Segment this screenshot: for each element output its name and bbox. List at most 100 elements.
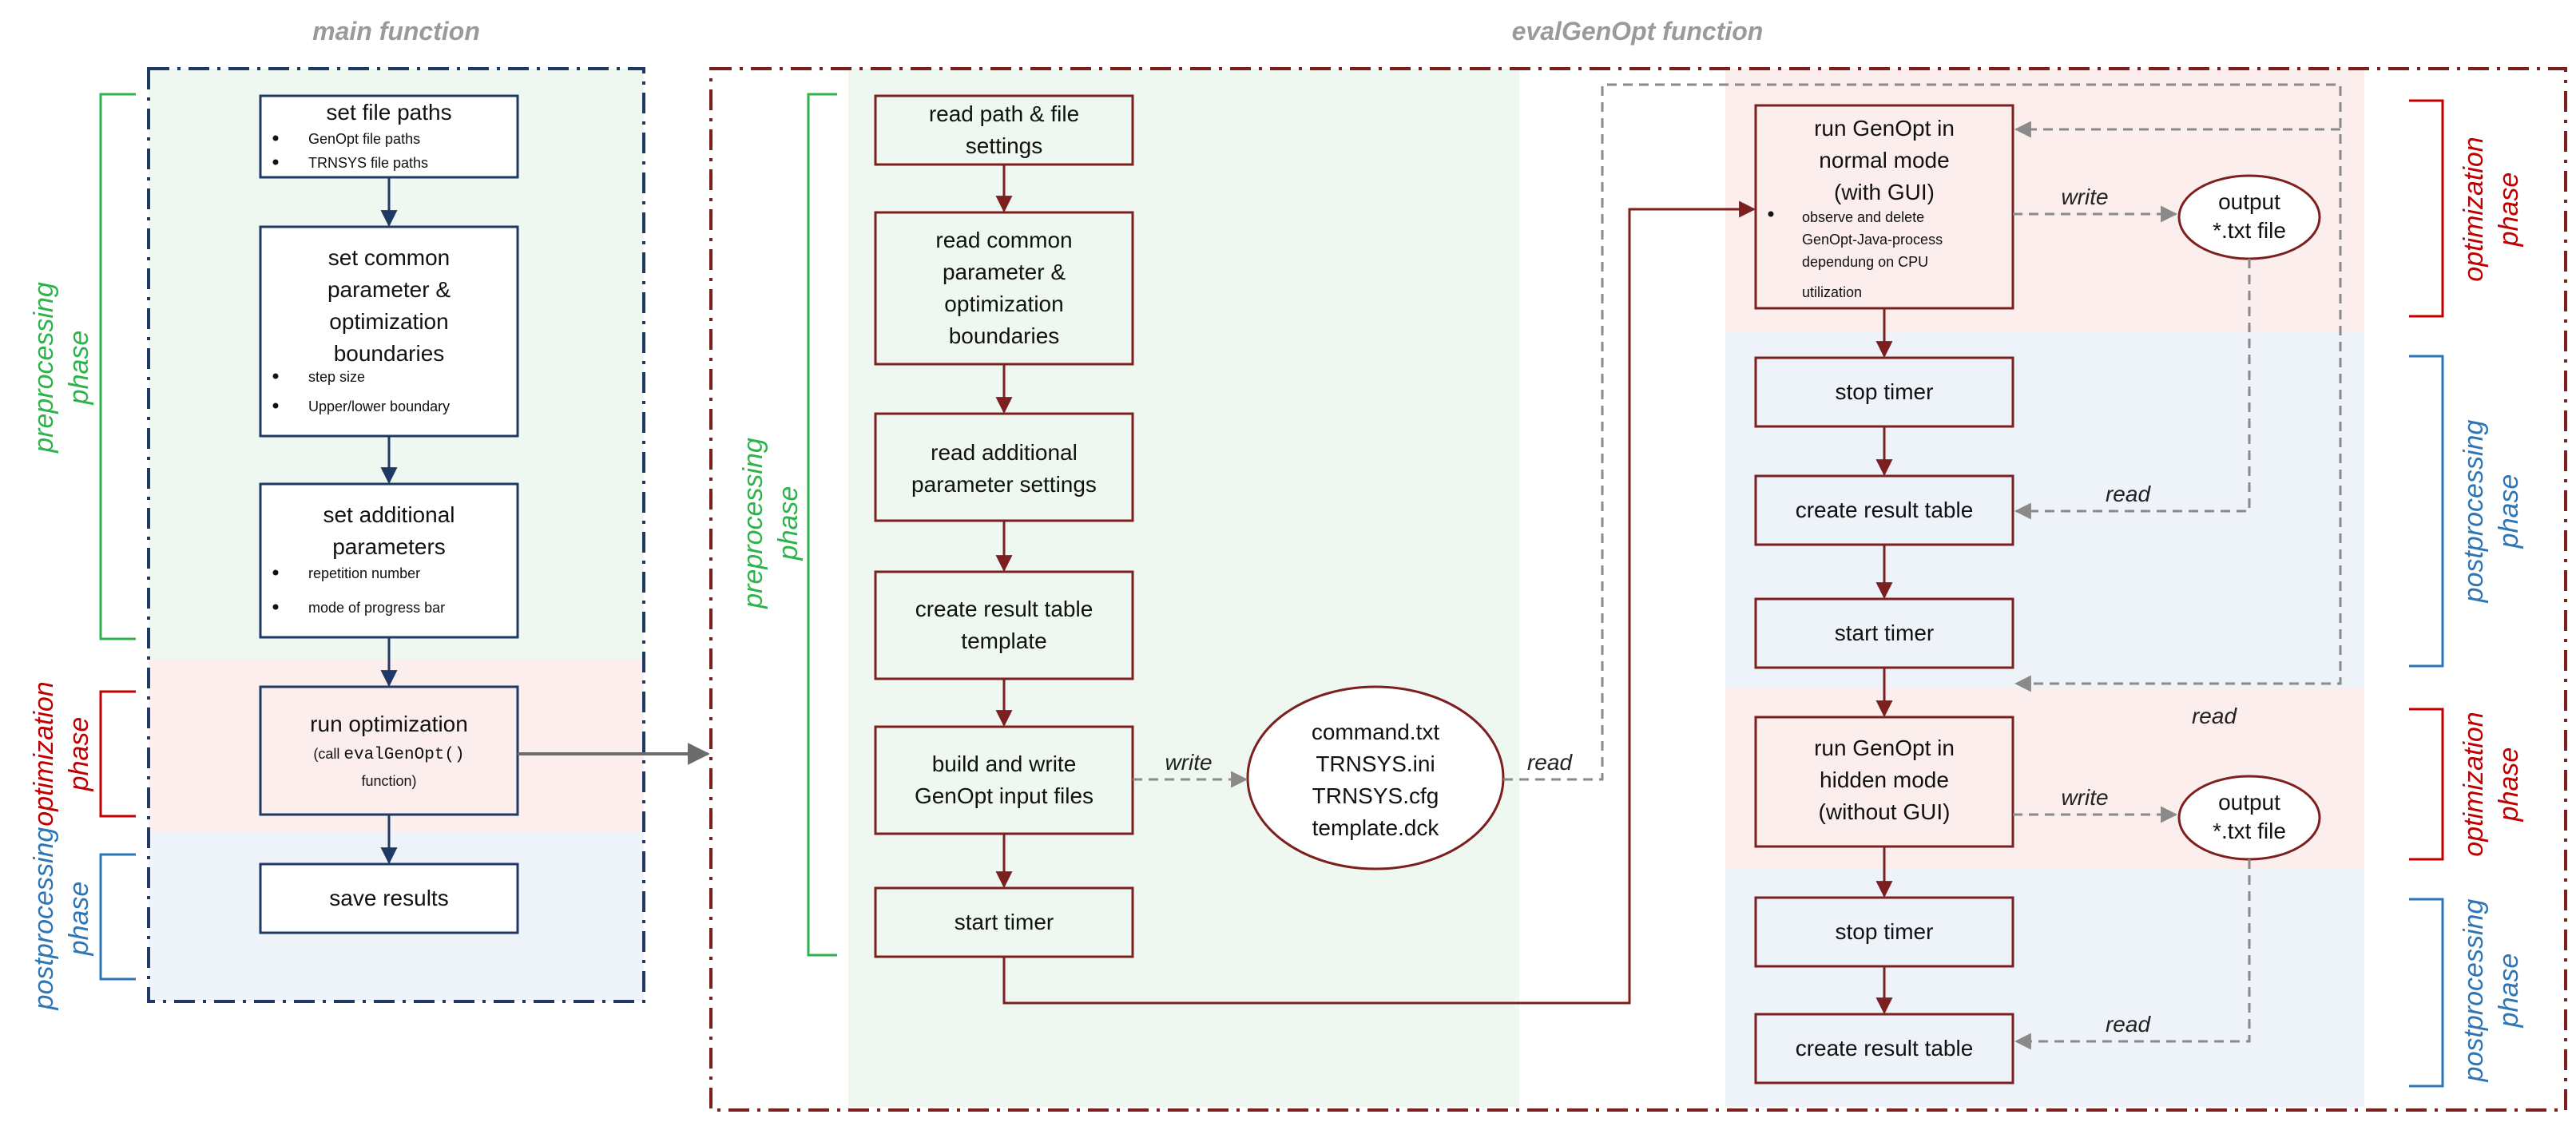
- read-additional-line-1: read additional: [931, 440, 1078, 465]
- write-output-2-label: write: [2061, 785, 2108, 810]
- read-path-line-1: read path & file: [929, 101, 1079, 126]
- output-2-ellipse: output *.txt file: [2177, 775, 2321, 861]
- eval-post-1-label-1: postprocessing: [2459, 420, 2489, 604]
- read-output-1-label: read: [2106, 482, 2151, 506]
- eval-post-2-label-2: phase: [2494, 954, 2524, 1029]
- create-result-1-label: create result table: [1796, 498, 1974, 522]
- read-output-1-path: [2014, 259, 2251, 520]
- start-timer-1-box: start timer: [874, 886, 1134, 958]
- eval-pre-label-1: preprocessing: [738, 438, 768, 609]
- set-common-line-1: set common: [328, 245, 451, 270]
- read-common-line-3: optimization: [944, 291, 1063, 316]
- read-path-box: read path & file settings: [874, 94, 1134, 166]
- set-common-line-2: parameter &: [327, 277, 451, 302]
- eval-opt-2-label-1: optimization: [2459, 712, 2489, 856]
- stop-timer-2-label: stop timer: [1836, 919, 1934, 944]
- set-additional-bullet-2: mode of progress bar: [308, 600, 445, 616]
- eval-opt-bracket-1: [2409, 99, 2444, 318]
- eval-function-title: evalGenOpt function: [1512, 17, 1764, 46]
- main-opt-label-1: optimization: [29, 681, 59, 826]
- run-optimization-call: (call evalGenOpt(): [313, 746, 464, 764]
- file-trnsys-cfg: TRNSYS.cfg: [1312, 783, 1439, 808]
- set-common-bullet-1: step size: [308, 369, 365, 385]
- read-common-line-2: parameter &: [943, 260, 1066, 284]
- eval-post-2-label-1: postprocessing: [2459, 899, 2489, 1083]
- run-normal-bullet-1: observe and delete: [1802, 209, 1924, 225]
- output-1-line-2: *.txt file: [2213, 218, 2286, 243]
- run-optimization-box: run optimization (call evalGenOpt() func…: [259, 685, 519, 816]
- create-template-line-2: template: [961, 628, 1046, 653]
- read-output-2-label: read: [2106, 1012, 2151, 1037]
- eval-pre-bracket: [807, 93, 837, 957]
- run-hidden-line-2: hidden mode: [1820, 767, 1949, 792]
- read-common-box: read common parameter & optimization bou…: [874, 211, 1134, 366]
- build-write-line-2: GenOpt input files: [915, 783, 1094, 808]
- set-additional-box: set additional parameters repetition num…: [259, 482, 519, 639]
- set-file-paths-title: set file paths: [326, 100, 451, 125]
- run-hidden-line-1: run GenOpt in: [1814, 736, 1955, 760]
- run-normal-line-3: (with GUI): [1834, 180, 1935, 204]
- set-additional-line-2: parameters: [332, 534, 446, 559]
- output-2-line-1: output: [2218, 790, 2280, 815]
- main-post-label-1: postprocessing: [29, 827, 59, 1011]
- eval-function-frame: [709, 67, 2567, 1112]
- stop-timer-2-box: stop timer: [1754, 896, 2014, 968]
- set-common-bullet-2: Upper/lower boundary: [308, 398, 450, 414]
- write-files-label: write: [1165, 750, 1212, 775]
- eval-post-bracket-2: [2409, 898, 2444, 1088]
- create-result-2-box: create result table: [1754, 1013, 2014, 1084]
- eval-pre-label-2: phase: [773, 486, 804, 561]
- stop-timer-1-label: stop timer: [1836, 379, 1934, 404]
- set-file-paths-bullet-1: GenOpt file paths: [308, 131, 420, 147]
- set-additional-line-1: set additional: [323, 502, 454, 527]
- input-files-ellipse: command.txt TRNSYS.ini TRNSYS.cfg templa…: [1246, 685, 1505, 870]
- output-2-line-2: *.txt file: [2213, 819, 2286, 843]
- stop-timer-1-box: stop timer: [1754, 356, 2014, 428]
- set-additional-bullet-1: repetition number: [308, 565, 420, 581]
- create-result-2-label: create result table: [1796, 1036, 1974, 1061]
- build-write-line-1: build and write: [932, 751, 1077, 776]
- main-opt-bracket: [99, 690, 136, 818]
- main-opt-label-2: phase: [64, 717, 94, 792]
- read-output-2-path: [2014, 859, 2251, 1050]
- read-files-path: [1503, 83, 2342, 781]
- file-trnsys-ini: TRNSYS.ini: [1316, 751, 1435, 776]
- save-results-box: save results: [259, 862, 519, 934]
- main-pre-label-2: phase: [64, 331, 94, 406]
- create-result-1-box: create result table: [1754, 474, 2014, 546]
- read-path-line-2: settings: [966, 133, 1043, 158]
- output-1-line-1: output: [2218, 189, 2280, 214]
- write-output-1-label: write: [2061, 184, 2108, 209]
- eval-post-1-label-2: phase: [2494, 474, 2524, 549]
- set-file-paths-bullet-2: TRNSYS file paths: [308, 155, 428, 171]
- file-template-dck: template.dck: [1312, 815, 1440, 840]
- run-normal-box: run GenOpt in normal mode (with GUI) obs…: [1754, 104, 2014, 310]
- start-timer-2-box: start timer: [1754, 597, 2014, 669]
- main-pre-label-1: preprocessing: [29, 282, 59, 454]
- run-optimization-function: function): [361, 773, 416, 789]
- file-command: command.txt: [1312, 720, 1439, 744]
- read-files-label-2: read: [2192, 704, 2237, 728]
- main-post-label-2: phase: [64, 882, 94, 957]
- main-function-title: main function: [312, 17, 480, 46]
- set-common-box: set common parameter & optimization boun…: [259, 225, 519, 438]
- run-normal-line-1: run GenOpt in: [1814, 116, 1955, 141]
- main-pre-bracket: [99, 93, 136, 640]
- output-1-ellipse: output *.txt file: [2177, 174, 2321, 260]
- save-results-title: save results: [329, 886, 448, 910]
- set-file-paths-box: set file paths GenOpt file paths TRNSYS …: [259, 94, 519, 179]
- run-normal-bullet-3: dependung on CPU: [1802, 254, 1928, 270]
- main-function-frame: [147, 67, 645, 1003]
- run-optimization-title: run optimization: [310, 712, 468, 736]
- create-template-box: create result table template: [874, 570, 1134, 680]
- read-common-line-4: boundaries: [949, 323, 1060, 348]
- start-timer-to-normal-arrow: [1002, 200, 1756, 1005]
- read-files-label: read: [1527, 750, 1573, 775]
- run-normal-bullet-2: GenOpt-Java-process: [1802, 232, 1943, 248]
- eval-opt-2-label-2: phase: [2494, 747, 2524, 823]
- eval-opt-bracket-2: [2409, 708, 2444, 861]
- run-normal-bullet-4: utilization: [1802, 284, 1862, 300]
- eval-opt-1-label-1: optimization: [2459, 137, 2489, 281]
